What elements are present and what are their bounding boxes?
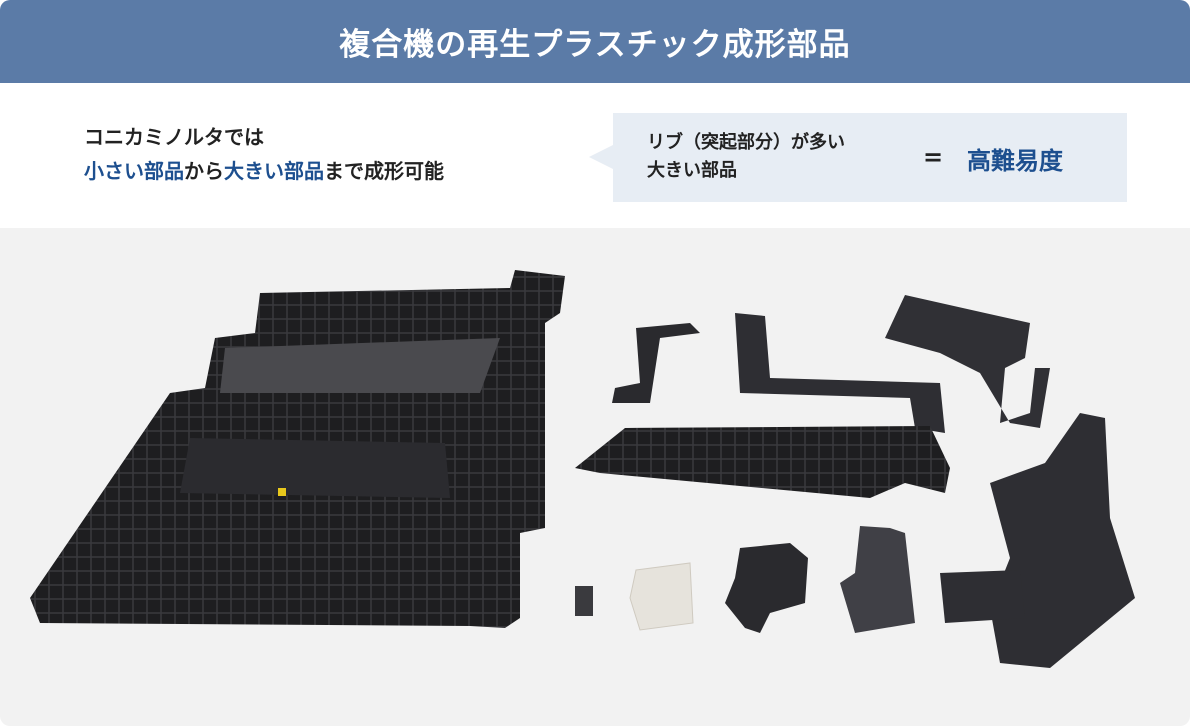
callout-line-1: リブ（突起部分）が多い: [647, 132, 845, 153]
difficulty-label: 高難易度: [967, 147, 1063, 175]
callout-line-2: 大きい部品: [647, 160, 737, 181]
large-tray-part: [30, 270, 565, 628]
l-shaped-part: [735, 313, 945, 433]
white-plastic-part: [629, 562, 694, 631]
angled-housing-part: [885, 295, 1050, 428]
small-bracket-part: [612, 323, 700, 403]
difficulty-callout: リブ（突起部分）が多い 大きい部品 = 高難易度: [589, 113, 1127, 202]
small-ribbed-part: [725, 543, 808, 633]
title-banner: 複合機の再生プラスチック成形部品: [0, 0, 1190, 83]
parts-photo: [0, 228, 1190, 726]
intro-line-1: コニカミノルタでは: [84, 125, 264, 149]
parts-illustration: [30, 270, 1135, 668]
highlight-small-parts: 小さい部品: [84, 159, 184, 183]
equals-sign: =: [923, 143, 944, 171]
long-ribbed-part: [575, 426, 950, 498]
intro-text: コニカミノルタでは 小さい部品から大きい部品まで成形可能: [84, 120, 444, 188]
frame-part: [940, 413, 1135, 668]
highlight-large-parts: 大きい部品: [224, 159, 324, 183]
intro-text-kara: から: [184, 159, 224, 183]
intro-line-2: 小さい部品から大きい部品まで成形可能: [84, 154, 444, 188]
callout-condition: リブ（突起部分）が多い 大きい部品: [647, 129, 845, 185]
box-cover-part: [840, 526, 915, 633]
intro-text-made: まで成形可能: [324, 159, 444, 183]
small-dark-chip: [575, 586, 593, 616]
page-title: 複合機の再生プラスチック成形部品: [339, 27, 851, 63]
